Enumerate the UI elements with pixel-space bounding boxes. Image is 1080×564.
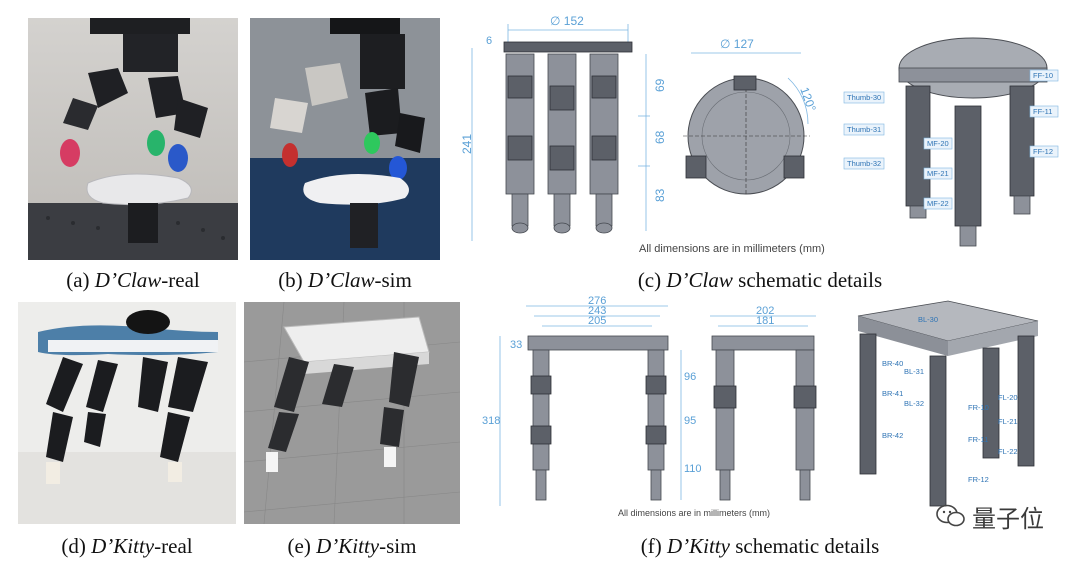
dim-angle: 120° <box>797 85 819 113</box>
label-fl-20: FL-20 <box>998 393 1018 402</box>
label-thumb-30: Thumb-30 <box>847 93 881 102</box>
label-bl-32: BL-32 <box>904 399 924 408</box>
watermark: 量子位 <box>936 498 1044 534</box>
label-br-41: BR-41 <box>882 389 903 398</box>
caption-d: (d) D’Kitty-real <box>61 534 193 558</box>
dkitty-sim-render <box>244 302 460 524</box>
dkitty-front-view: 276 243 205 33 318 96 95 110 <box>482 296 702 506</box>
label-fl-21: FL-21 <box>998 417 1018 426</box>
claw-dim-note: All dimensions are in millimeters (mm) <box>639 243 825 255</box>
caption-c: (c) D’Claw schematic details <box>637 268 883 292</box>
dclaw-front-view: ∅ 152 6 241 <box>460 14 667 241</box>
label-bl-31: BL-31 <box>904 367 924 376</box>
dim-seg2: 68 <box>653 130 667 144</box>
label-fr-12: FR-12 <box>968 475 989 484</box>
dim-seg3: 110 <box>684 463 702 475</box>
wechat-icon <box>936 504 965 527</box>
dkitty-real-photo <box>18 302 236 524</box>
ff-labels: FF-10 FF-11 FF-12 <box>1029 69 1059 158</box>
label-br-40: BR-40 <box>882 359 903 368</box>
label-mf-20: MF-20 <box>927 139 949 148</box>
watermark-text: 量子位 <box>972 504 1044 533</box>
kitty-dim-note: All dimensions are in millimeters (mm) <box>618 508 770 518</box>
dim-top: 33 <box>510 339 522 351</box>
dclaw-schematic: ∅ 152 6 241 <box>458 6 1063 260</box>
dim-h: 318 <box>482 415 500 427</box>
dkitty-schematic: 276 243 205 33 318 96 95 110 202 <box>478 296 1063 526</box>
dclaw-sim-render <box>250 18 440 260</box>
label-br-42: BR-42 <box>882 431 903 440</box>
dim-width: ∅ 152 <box>550 14 584 28</box>
caption-f: (f) D’Kitty schematic details <box>640 534 880 558</box>
dkitty-side-view: 202 181 <box>710 305 817 501</box>
dkitty-isometric-view: BL-30 BR-40 BL-31 BR-41 BL-32 BR-42 FL-2… <box>857 300 1039 507</box>
dim-w5: 181 <box>756 315 774 327</box>
dim-w3: 205 <box>588 315 606 327</box>
dim-w1: 276 <box>588 296 606 307</box>
label-fr-11: FR-11 <box>968 435 988 444</box>
mf-labels: MF-20 MF-21 MF-22 <box>923 137 953 210</box>
label-mf-22: MF-22 <box>927 199 949 208</box>
dim-seg1: 96 <box>684 371 696 383</box>
caption-e: (e) D’Kitty-sim <box>287 534 417 558</box>
label-thumb-32: Thumb-32 <box>847 159 881 168</box>
label-ff-11: FF-11 <box>1033 107 1052 116</box>
dim-seg1: 69 <box>653 78 667 92</box>
caption-a: (a) D’Claw-real <box>66 268 200 292</box>
dclaw-real-photo <box>28 18 238 260</box>
dim-w4: 202 <box>756 305 774 317</box>
label-thumb-31: Thumb-31 <box>847 125 881 134</box>
dclaw-isometric-view: Thumb-30 Thumb-31 Thumb-32 MF-20 MF-21 M… <box>843 37 1059 247</box>
thumb-labels: Thumb-30 Thumb-31 Thumb-32 <box>843 91 885 170</box>
label-mf-21: MF-21 <box>927 169 949 178</box>
label-bl-30: BL-30 <box>918 315 938 324</box>
label-fl-22: FL-22 <box>998 447 1018 456</box>
label-ff-12: FF-12 <box>1033 147 1053 156</box>
dim-w2: 243 <box>588 305 606 317</box>
label-ff-10: FF-10 <box>1033 71 1053 80</box>
label-fr-10: FR-10 <box>968 403 989 412</box>
dim-height: 241 <box>460 134 474 154</box>
dim-seg2: 95 <box>684 415 696 427</box>
caption-b: (b) D’Claw-sim <box>278 268 412 292</box>
dim-seg3: 83 <box>653 188 667 202</box>
dclaw-top-view: ∅ 127 120° <box>683 37 819 196</box>
dim-base: ∅ 127 <box>720 37 754 51</box>
dim-six: 6 <box>486 35 492 47</box>
